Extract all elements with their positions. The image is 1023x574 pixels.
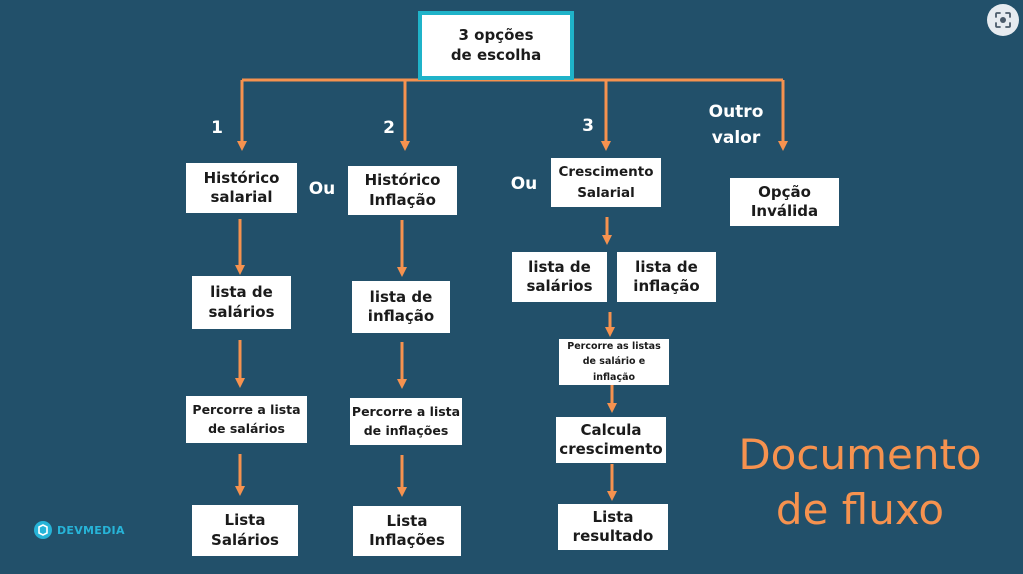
lens-icon xyxy=(995,12,1011,28)
branch3-inflation-list-box: lista de inflação xyxy=(617,252,716,302)
devmedia-logo-icon xyxy=(34,521,52,539)
branch-label-other: Outro valor xyxy=(708,102,764,148)
or-label-2: Ou xyxy=(510,174,538,194)
lens-search-button[interactable] xyxy=(987,4,1019,36)
or-label-1: Ou xyxy=(308,179,336,199)
branch3-salary-list-box: lista de salários xyxy=(512,252,607,302)
branch2-loop-box: Percorre a lista de inflações xyxy=(350,398,462,445)
branch-label-1: 1 xyxy=(211,118,223,138)
branch1-list-box: lista de salários xyxy=(192,276,291,329)
document-title: Documento de fluxo xyxy=(738,430,982,534)
devmedia-logo-text: DEVMEDIA xyxy=(57,523,125,537)
branch-label-2: 2 xyxy=(383,118,395,138)
branch2-list-box: lista de inflação xyxy=(352,281,450,333)
branch3-calc-box: Calcula crescimento xyxy=(556,417,666,463)
branch2-result-box: Lista Inflações xyxy=(353,506,461,556)
devmedia-logo: DEVMEDIA xyxy=(34,521,125,539)
root-choice-box: 3 opções de escolha xyxy=(418,11,574,80)
branch1-result-box: Lista Salários xyxy=(192,505,298,556)
branch4-head-box: Opção Inválida xyxy=(730,178,839,226)
branch3-result-box: Lista resultado xyxy=(558,504,668,550)
branch1-head-box: Histórico salarial xyxy=(186,163,297,213)
branch3-head-box: Crescimento Salarial xyxy=(551,158,661,207)
branch3-loop-box: Percorre as listas de salário e inflação xyxy=(559,339,669,385)
branch2-head-box: Histórico Inflação xyxy=(348,166,457,215)
branch-label-3: 3 xyxy=(582,116,594,136)
branch1-loop-box: Percorre a lista de salários xyxy=(186,396,307,443)
